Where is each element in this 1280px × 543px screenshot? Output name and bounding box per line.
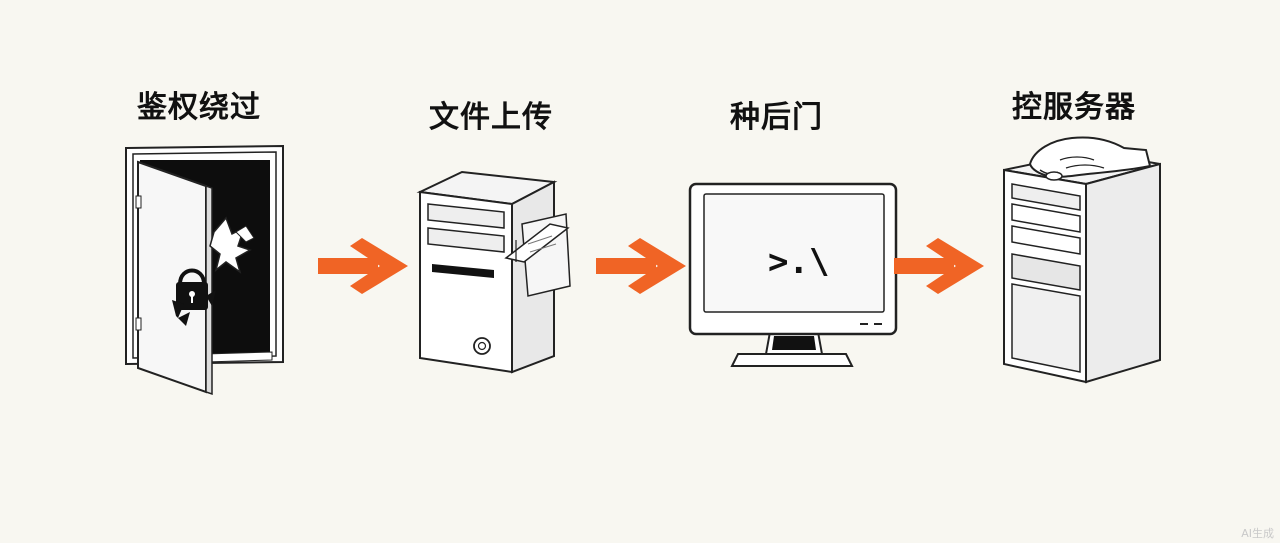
upload-file-icon bbox=[504, 213, 571, 297]
flow-arrow-2 bbox=[596, 238, 686, 294]
flow-arrow-1 bbox=[318, 238, 408, 294]
hand-icon bbox=[1028, 136, 1152, 181]
terminal-prompt-text: >.\ bbox=[768, 242, 829, 282]
step-title-backdoor: 种后门 bbox=[730, 100, 823, 135]
step-title-file-upload: 文件上传 bbox=[429, 100, 553, 135]
step-title-control-server: 控服务器 bbox=[1012, 90, 1136, 125]
monitor-terminal-icon: >.\ bbox=[688, 182, 898, 367]
broken-door-icon bbox=[125, 144, 284, 396]
flow-arrow-3 bbox=[894, 238, 984, 294]
server-controlled-icon bbox=[1003, 136, 1161, 384]
broken-padlock-icon bbox=[172, 268, 216, 326]
server-upload-icon bbox=[416, 170, 571, 374]
step-title-auth-bypass: 鉴权绕过 bbox=[137, 90, 261, 125]
watermark: AI生成 bbox=[1241, 527, 1274, 540]
